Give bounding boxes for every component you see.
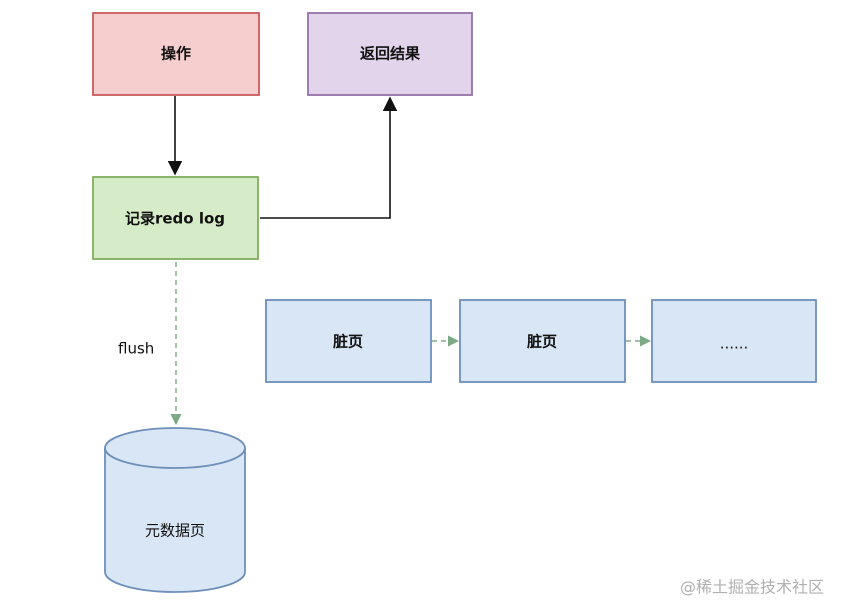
more-pages-label: ...... bbox=[720, 335, 749, 353]
flush-label: flush bbox=[118, 340, 154, 358]
more-pages-box: ...... bbox=[651, 299, 817, 383]
watermark-text: @稀土掘金技术社区 bbox=[680, 578, 824, 597]
dirty-page-1-label: 脏页 bbox=[333, 333, 363, 351]
operation-label: 操作 bbox=[161, 45, 191, 63]
record-redo-log-box: 记录redo log bbox=[92, 176, 259, 260]
metadata-page-cylinder: 元数据页 bbox=[104, 427, 246, 593]
return-result-box: 返回结果 bbox=[307, 12, 473, 96]
dirty-page-box-1: 脏页 bbox=[265, 299, 432, 383]
return-result-label: 返回结果 bbox=[360, 45, 421, 63]
dirty-page-box-2: 脏页 bbox=[459, 299, 626, 383]
record-redo-log-label: 记录redo log bbox=[125, 210, 225, 228]
dirty-page-2-label: 脏页 bbox=[527, 333, 557, 351]
metadata-page-label: 元数据页 bbox=[145, 522, 205, 540]
operation-box: 操作 bbox=[92, 12, 260, 96]
arrow-redo-to-result bbox=[260, 96, 398, 219]
